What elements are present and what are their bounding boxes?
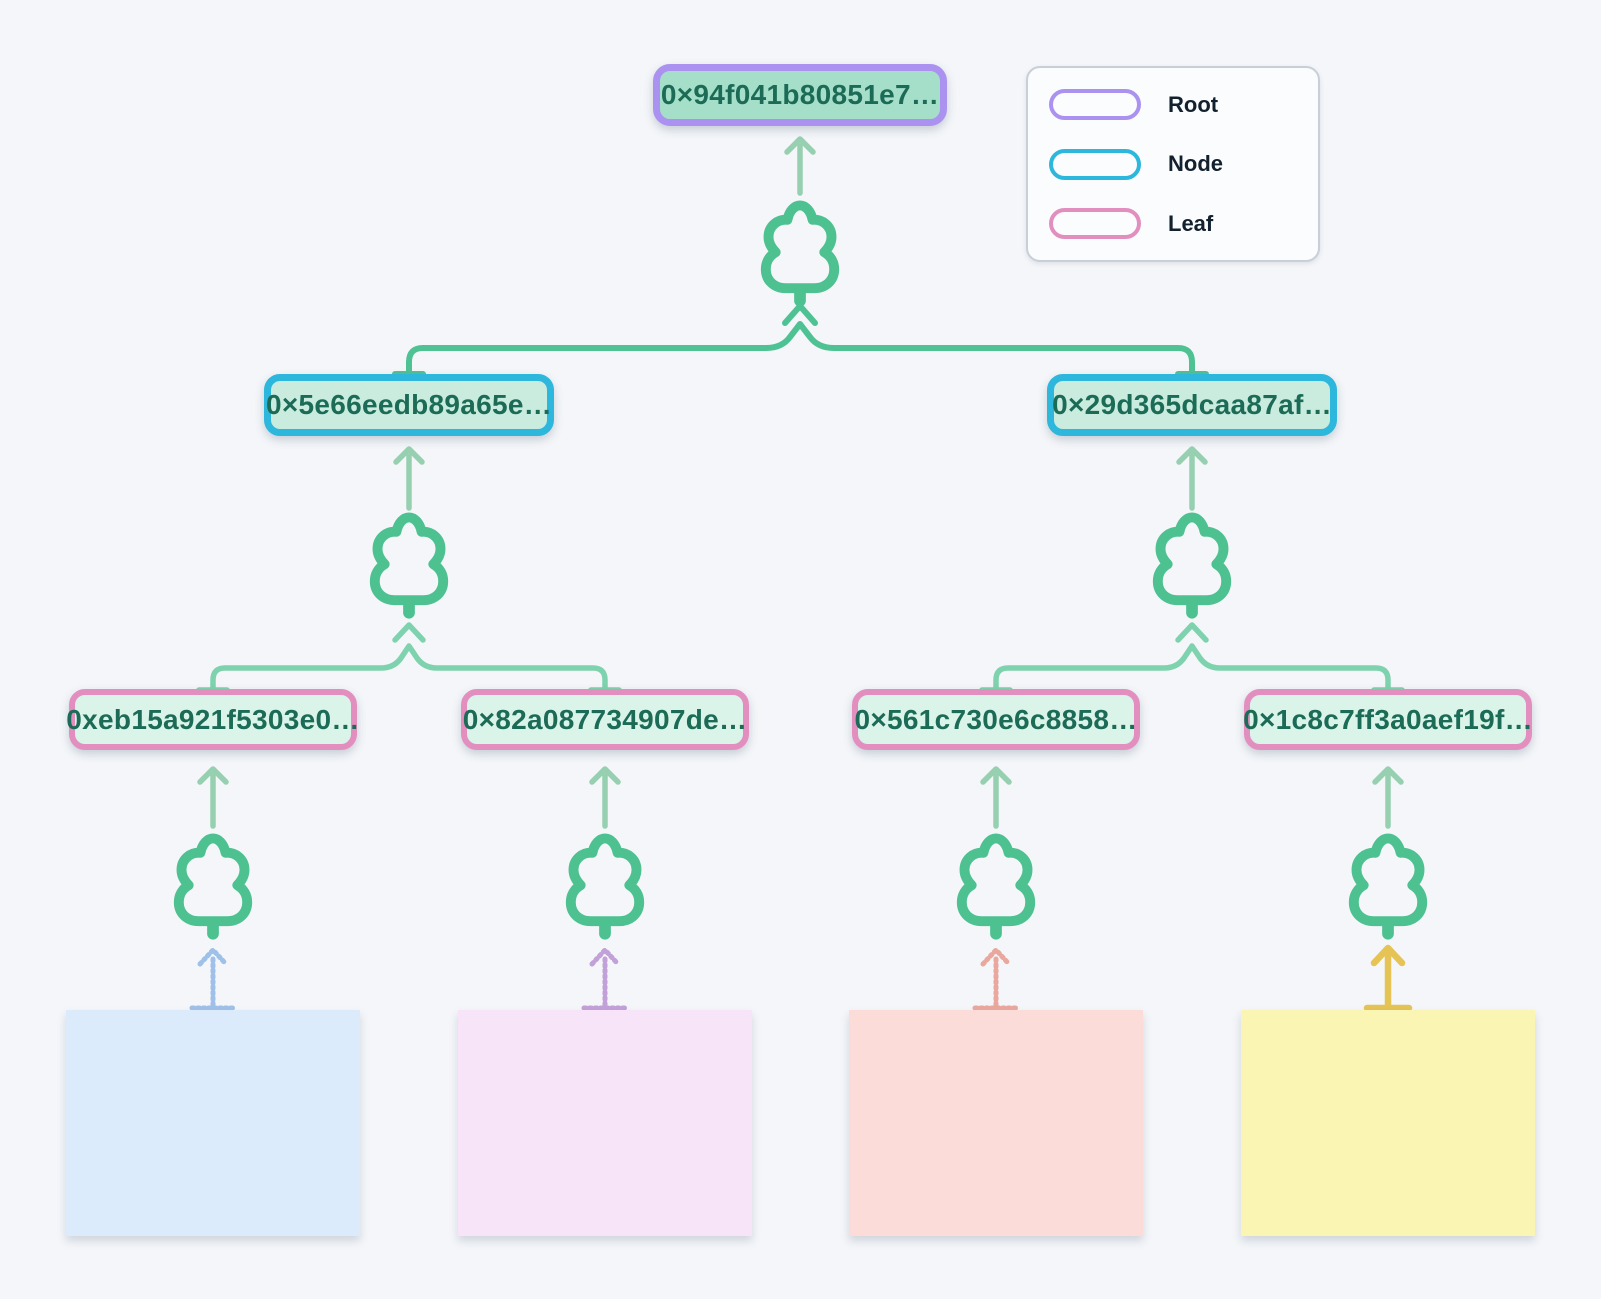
legend-label-root: Root — [1168, 91, 1219, 117]
up-arrow-icon — [1176, 446, 1208, 511]
up-arrow-icon — [782, 303, 818, 326]
root-hash-label: 0×94f041b80851e7… — [660, 79, 940, 110]
leaf-hash-pill-1[interactable]: 0xeb15a921f5303e0… — [66, 689, 360, 750]
branch-connector — [196, 622, 622, 693]
leaf-hash-label: 0×561c730e6c8858… — [854, 703, 1138, 735]
leaf-hash-label: 0xeb15a921f5303e0… — [66, 703, 360, 735]
up-arrow-icon — [1372, 766, 1404, 829]
legend-row-leaf: Leaf — [1049, 208, 1298, 239]
up-arrow-icon — [980, 766, 1012, 829]
root-swatch-icon — [1049, 89, 1141, 120]
up-arrow-icon — [784, 136, 816, 196]
data-block-2 — [458, 1010, 752, 1236]
data-block-1 — [66, 1010, 360, 1236]
up-arrow-icon — [589, 766, 621, 829]
legend-row-root: Root — [1049, 89, 1298, 120]
leaf-hash-pill-4[interactable]: 0×1c8c7ff3a0aef19f… — [1243, 689, 1533, 750]
node-hash-label: 0×29d365dcaa87af… — [1052, 389, 1332, 420]
legend-label-leaf: Leaf — [1168, 210, 1214, 236]
up-arrow-icon — [392, 622, 426, 643]
leaf-hash-label: 0×82a087734907de… — [462, 703, 748, 735]
tree-icon — [962, 838, 1030, 933]
leaf-hash-pill-2[interactable]: 0×82a087734907de… — [461, 689, 749, 750]
data-arrow-dotted — [972, 947, 1020, 1011]
node-hash-label: 0×5e66eedb89a65e… — [265, 389, 553, 420]
data-block-4 — [1241, 1010, 1535, 1236]
legend-label-node: Node — [1168, 151, 1223, 176]
tree-icon — [375, 517, 443, 612]
root-hash-pill[interactable]: 0×94f041b80851e7… — [653, 64, 947, 126]
branch-connector — [392, 303, 1209, 377]
leaf-hash-pill-3[interactable]: 0×561c730e6c8858… — [852, 689, 1140, 750]
legend-row-node: Node — [1049, 148, 1298, 180]
data-block-3 — [849, 1010, 1143, 1236]
node-hash-pill-right[interactable]: 0×29d365dcaa87af… — [1047, 374, 1337, 436]
up-arrow-icon — [197, 766, 229, 829]
up-arrow-icon — [393, 446, 425, 511]
data-arrow-dotted — [581, 947, 629, 1011]
tree-icon — [1158, 517, 1226, 612]
node-swatch-icon — [1049, 148, 1141, 180]
tree-icon — [571, 838, 639, 933]
legend: Root Node Leaf — [1026, 66, 1320, 262]
tree-icon — [179, 838, 247, 933]
branch-connector — [979, 622, 1405, 693]
leaf-swatch-icon — [1049, 208, 1141, 239]
tree-icon — [1354, 838, 1422, 933]
data-arrow-dotted — [189, 947, 237, 1011]
node-hash-pill-left[interactable]: 0×5e66eedb89a65e… — [264, 374, 554, 436]
tree-icon — [766, 205, 834, 300]
up-arrow-icon — [1175, 622, 1209, 643]
data-arrow-solid — [1363, 944, 1413, 1012]
leaf-hash-label: 0×1c8c7ff3a0aef19f… — [1243, 703, 1533, 735]
